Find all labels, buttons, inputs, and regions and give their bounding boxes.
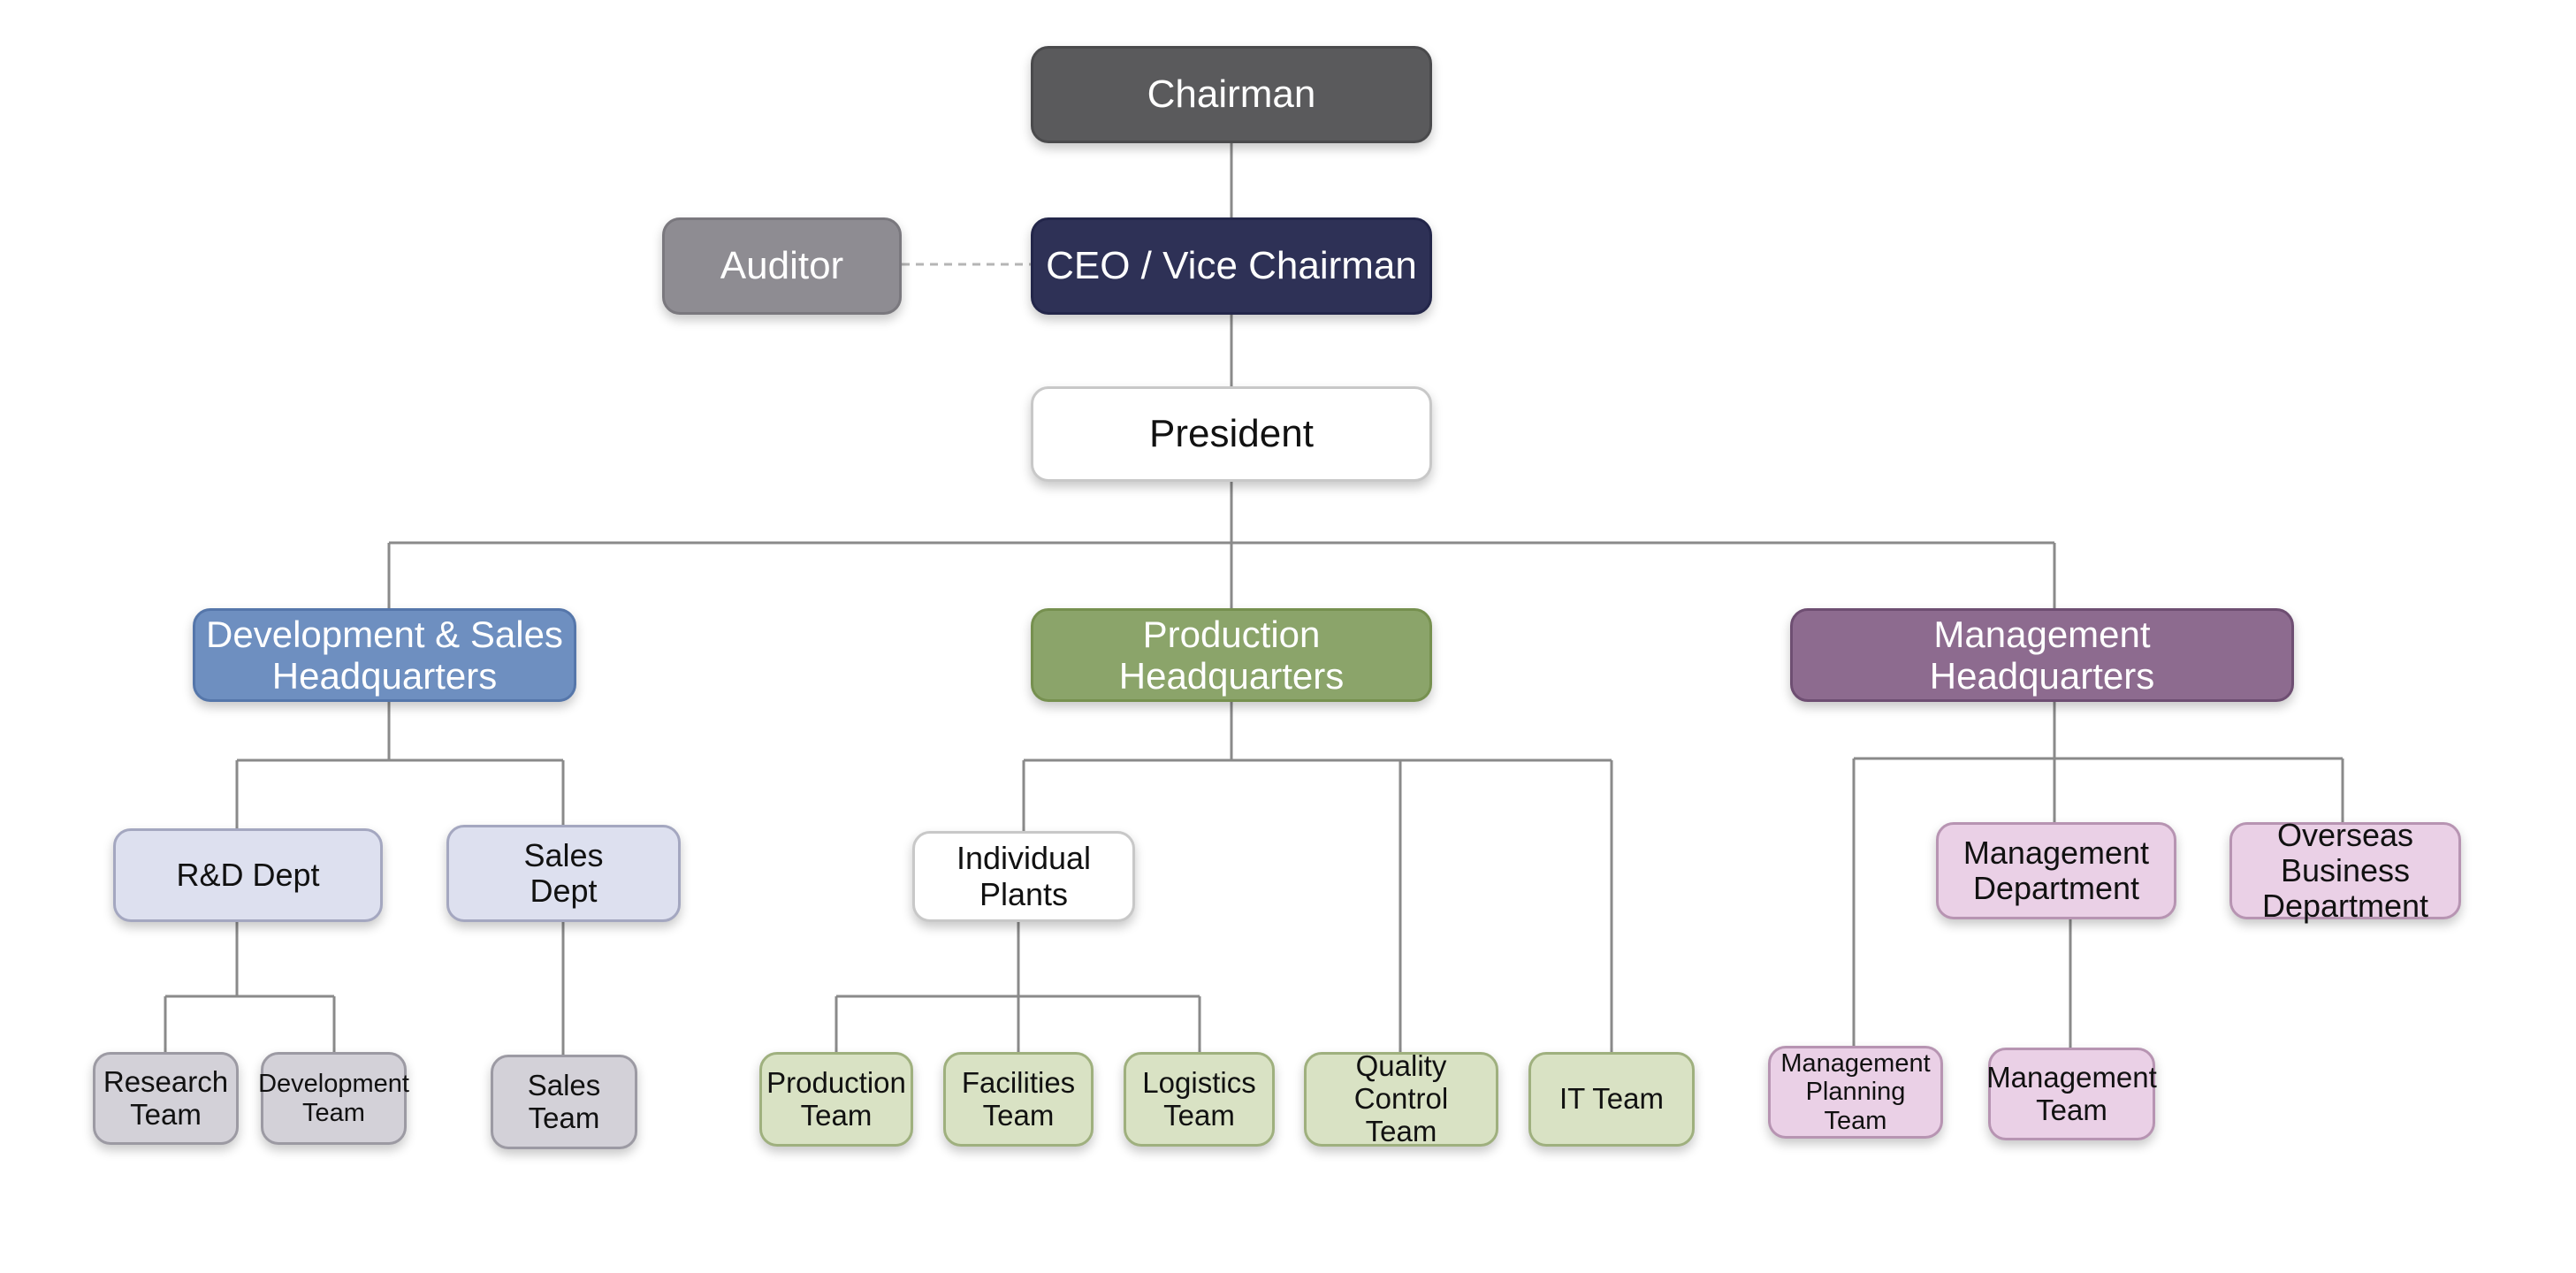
production-hq-box: Production Headquarters — [1031, 608, 1432, 702]
president-box: President — [1031, 386, 1432, 482]
rd-dept-box: R&D Dept — [113, 828, 383, 922]
management-team-box: Management Team — [1986, 1048, 2157, 1140]
management-department-box: Management Department — [1936, 822, 2176, 919]
auditor-box: Auditor — [662, 217, 902, 315]
sales-team-box: Sales Team — [491, 1055, 637, 1149]
individual-plants-box: Individual Plants — [912, 831, 1135, 922]
overseas-business-department-box: Overseas Business Department — [2229, 817, 2461, 924]
ceo-vice-chairman-box: CEO / Vice Chairman — [1031, 217, 1432, 315]
chairman-box: Chairman — [1031, 46, 1432, 143]
logistics-team-box: Logistics Team — [1124, 1052, 1275, 1147]
research-team-box: Research Team — [93, 1052, 239, 1145]
management-planning-team-box: Management Planning Team — [1768, 1046, 1943, 1139]
development-sales-hq-box: Development & Sales Headquarters — [193, 608, 576, 702]
facilities-team-box: Facilities Team — [943, 1052, 1094, 1147]
production-team-box: Production Team — [759, 1052, 913, 1147]
sales-dept-box: Sales Dept — [446, 825, 681, 922]
development-team-box: Development Team — [258, 1052, 409, 1145]
quality-control-team-box: Quality Control Team — [1304, 1049, 1498, 1147]
management-hq-box: Management Headquarters — [1790, 608, 2294, 702]
it-team-box: IT Team — [1528, 1052, 1695, 1147]
